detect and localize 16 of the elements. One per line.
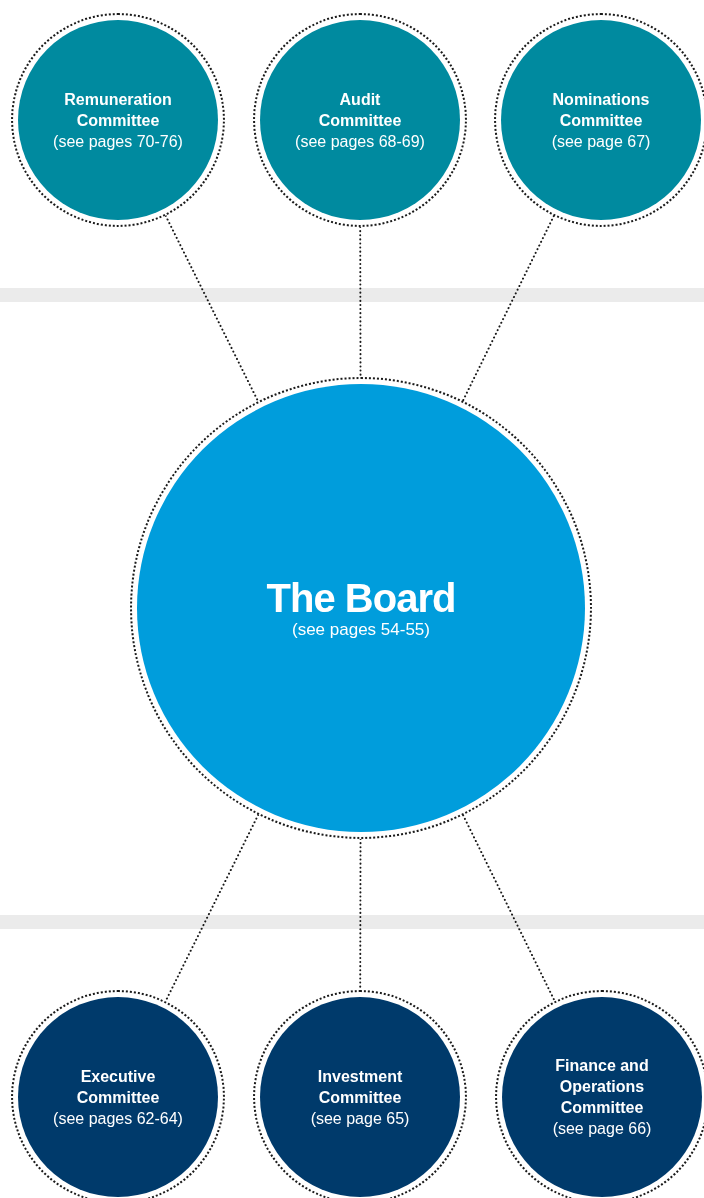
page-reference: (see pages 68-69) <box>295 131 425 152</box>
page-reference: (see page 67) <box>551 131 651 152</box>
dotted-connector <box>461 215 555 402</box>
committee-name: Investment Committee <box>316 1066 404 1108</box>
dotted-connector <box>164 214 260 403</box>
committee-name: The Board <box>266 576 456 620</box>
committee-name: Audit Committee <box>317 89 403 131</box>
page-reference: (see pages 54-55) <box>292 620 430 640</box>
committee-name: Finance and Operations Committee <box>554 1056 650 1118</box>
committee-name: Executive Committee <box>75 1066 161 1108</box>
page-reference: (see pages 70-76) <box>53 131 183 152</box>
page-reference: (see page 66) <box>552 1119 652 1139</box>
committee-name: Nominations Committee <box>551 89 651 131</box>
committee-name: Remuneration Committee <box>63 89 173 131</box>
page-reference: (see pages 62-64) <box>53 1108 183 1129</box>
page-reference: (see page 65) <box>310 1108 410 1129</box>
